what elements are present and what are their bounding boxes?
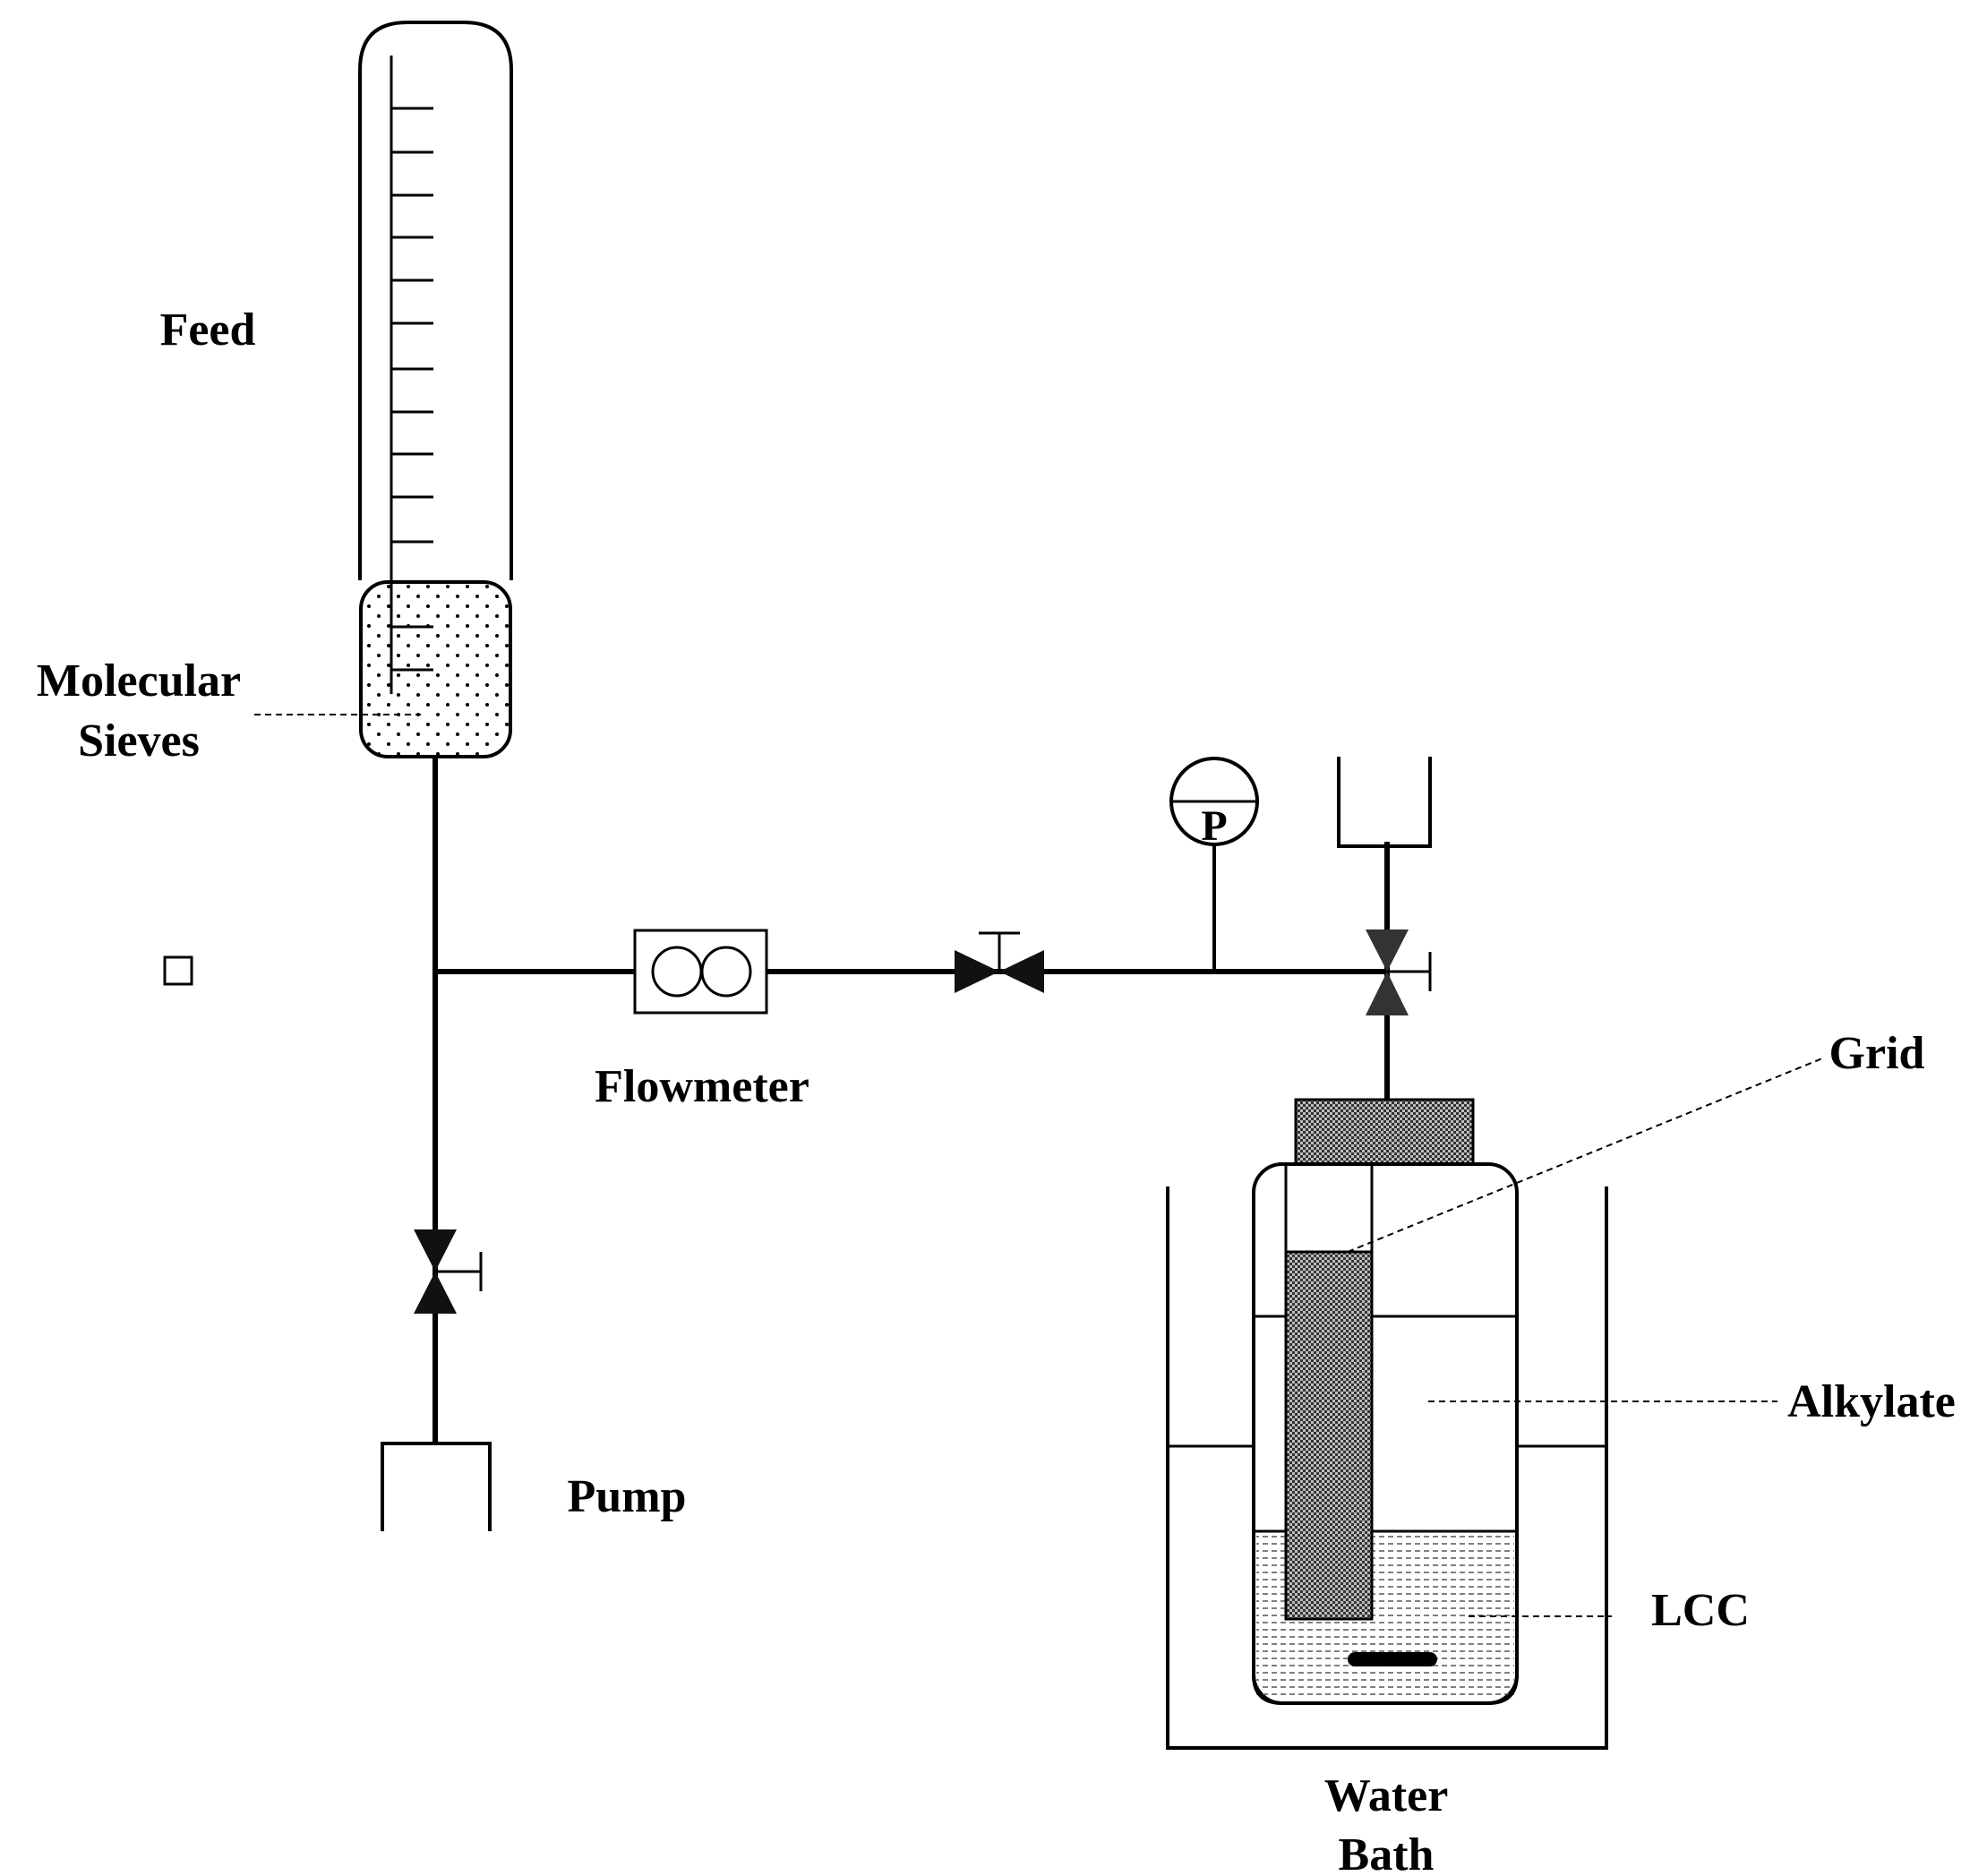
pressure-gauge-icon [1169, 757, 1259, 972]
lcc-label: LCC [1651, 1585, 1750, 1636]
grid-label: Grid [1829, 1028, 1925, 1079]
reactor-cap [1294, 1098, 1475, 1166]
water-bath [1166, 1186, 1608, 1750]
stir-bar [1348, 1652, 1437, 1666]
flowmeter-icon [633, 929, 768, 1015]
grid-basket [1284, 1250, 1374, 1621]
flowmeter-label: Flowmeter [595, 1061, 809, 1112]
pressure-gauge-label: P [1201, 802, 1227, 850]
pump-symbol [381, 1442, 492, 1531]
top-vessel [1337, 757, 1432, 848]
water-bath-label-line1: Water [1324, 1770, 1449, 1821]
reactor-bottle [1252, 1098, 1519, 1705]
molecular-sieves-label-line2: Sieves [78, 715, 200, 767]
molecular-sieves-bed [359, 580, 512, 758]
leader-lines [254, 714, 1823, 1617]
left-valve-icon [414, 1229, 483, 1314]
water-bath-label-line2: Bath [1339, 1829, 1435, 1876]
middle-valve-icon [955, 931, 1044, 993]
pump-label: Pump [568, 1471, 687, 1522]
right-valve-icon [1366, 929, 1432, 1015]
molecular-sieves-label-line1: Molecular [37, 655, 241, 707]
feed-label: Feed [160, 304, 256, 355]
alkylate-label: Alkylate [1787, 1376, 1956, 1427]
small-square-marker [163, 955, 193, 986]
